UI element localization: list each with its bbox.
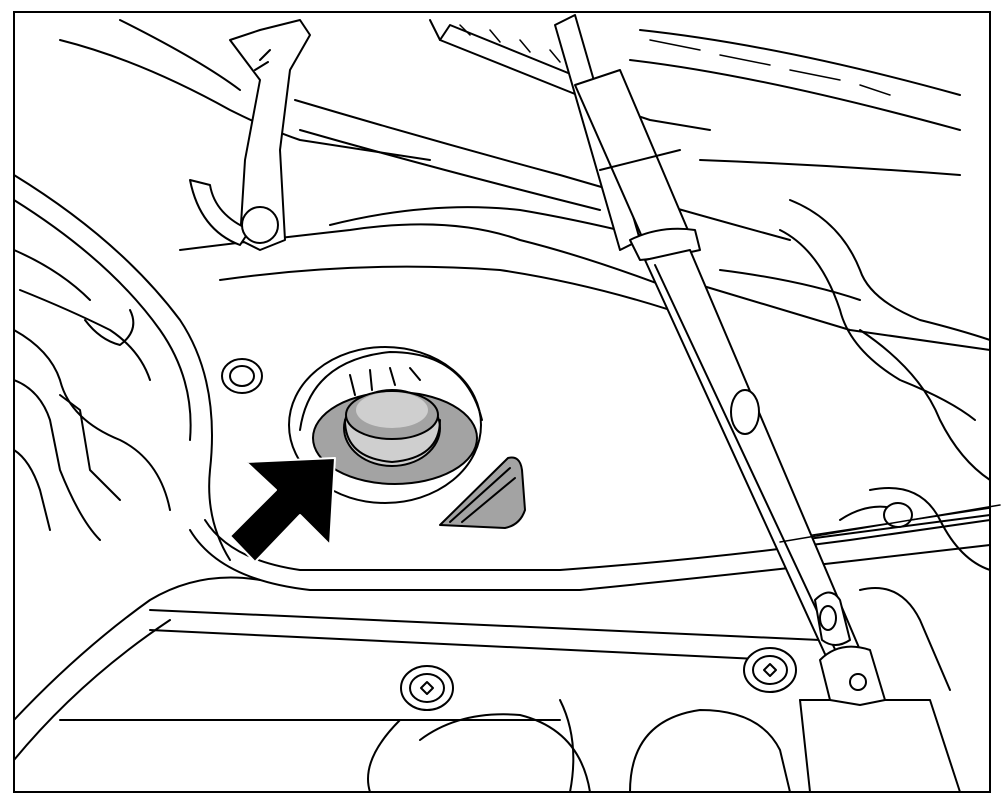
bolts xyxy=(221,358,913,711)
strut-top-mount xyxy=(288,346,483,504)
arrow-pointer-icon xyxy=(229,457,336,563)
leader-line xyxy=(779,504,1001,543)
hinge-bracket xyxy=(189,19,311,251)
triangular-cover xyxy=(439,456,526,529)
hood-gas-strut xyxy=(554,14,886,706)
